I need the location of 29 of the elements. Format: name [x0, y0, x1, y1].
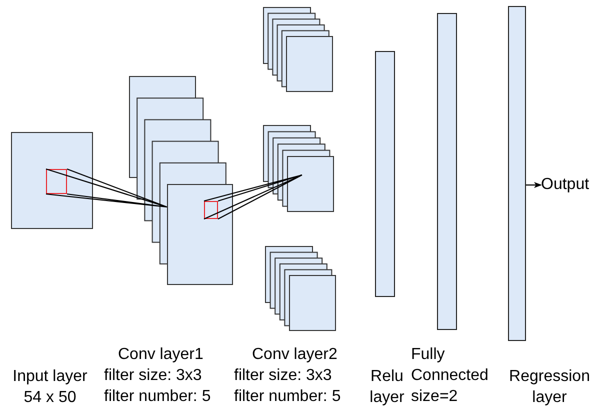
layer-bar	[375, 51, 395, 297]
receptive-field-lines	[45, 168, 168, 208]
layer-caption: filter number: 5	[234, 387, 342, 407]
feature-map	[289, 275, 336, 331]
filter-window	[204, 201, 218, 219]
layer-caption: Regression	[508, 367, 591, 387]
layer-caption: Conv layer1	[117, 345, 204, 365]
feature-map	[287, 156, 334, 212]
layer-caption: layer	[531, 388, 568, 407]
layer-caption: 54 x 50	[22, 388, 78, 407]
feature-map	[286, 36, 333, 92]
layer-caption: size=2	[411, 387, 459, 407]
layer-caption: filter size: 3x3	[234, 366, 333, 386]
arrow	[526, 182, 542, 188]
layer-caption: filter size: 3x3	[104, 366, 203, 386]
feature-map	[167, 184, 233, 285]
layer-bar	[508, 6, 526, 341]
output-label: Output	[541, 174, 599, 196]
layer-caption: filter number: 5	[104, 387, 212, 407]
layer-caption: layer	[368, 388, 406, 407]
layer-caption: Input layer	[12, 367, 88, 387]
layer-bar	[437, 13, 457, 330]
layer-caption: Conv layer2	[251, 345, 338, 365]
receptive-field-lines	[203, 174, 303, 220]
feature-map	[11, 132, 93, 229]
layer-caption: Relu	[370, 367, 404, 387]
layer-caption: Connected	[411, 366, 490, 386]
layer-caption: Fully	[411, 345, 446, 365]
filter-window	[46, 169, 67, 194]
